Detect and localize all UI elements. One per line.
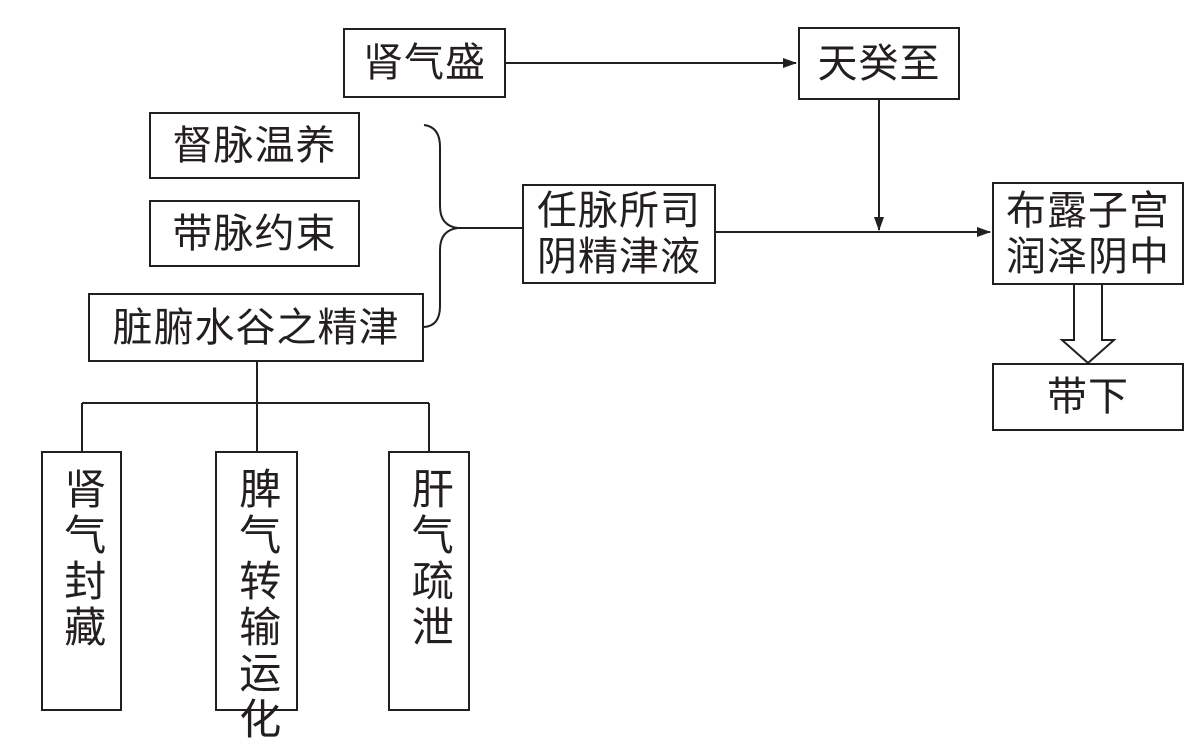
du-mai-label: 督脉温养 [172, 122, 337, 169]
connector-layer [81, 58, 1117, 451]
tiangui-label: 天癸至 [817, 40, 941, 87]
dai-mai-label: 带脉约束 [172, 210, 337, 257]
uterus-box: 布露子宫 润泽阴中 [992, 182, 1184, 285]
kidney-store-box: 肾气封藏 [41, 451, 122, 711]
spleen-box: 脾气转输运化 [215, 451, 298, 743]
uterus-line1: 布露子宫 [1006, 187, 1170, 234]
spleen-label: 脾气转输运化 [232, 467, 282, 743]
kidney-store-label: 肾气封藏 [57, 467, 107, 651]
essence-box: 脏腑水谷之精津 [88, 293, 424, 362]
essence-label: 脏腑水谷之精津 [112, 304, 400, 351]
liver-label: 肝气疏泄 [405, 467, 455, 651]
kidney-qi-label: 肾气盛 [363, 40, 486, 86]
du-mai-box: 督脉温养 [149, 112, 360, 179]
leukorrhea-box: 带下 [992, 363, 1184, 431]
ren-mai-line2: 阴精津液 [537, 234, 701, 280]
liver-box: 肝气疏泄 [388, 451, 470, 711]
brace-connector [423, 124, 522, 328]
hollow-arrow-to-leukorrhea [1059, 285, 1117, 365]
leukorrhea-label: 带下 [1047, 374, 1129, 420]
ren-mai-line1: 任脉所司 [537, 188, 701, 234]
ren-mai-box: 任脉所司 阴精津液 [522, 184, 716, 284]
dai-mai-box: 带脉约束 [149, 200, 360, 267]
tiangui-box: 天癸至 [798, 27, 960, 100]
uterus-line2: 润泽阴中 [1006, 233, 1170, 280]
kidney-qi-box: 肾气盛 [343, 28, 506, 98]
